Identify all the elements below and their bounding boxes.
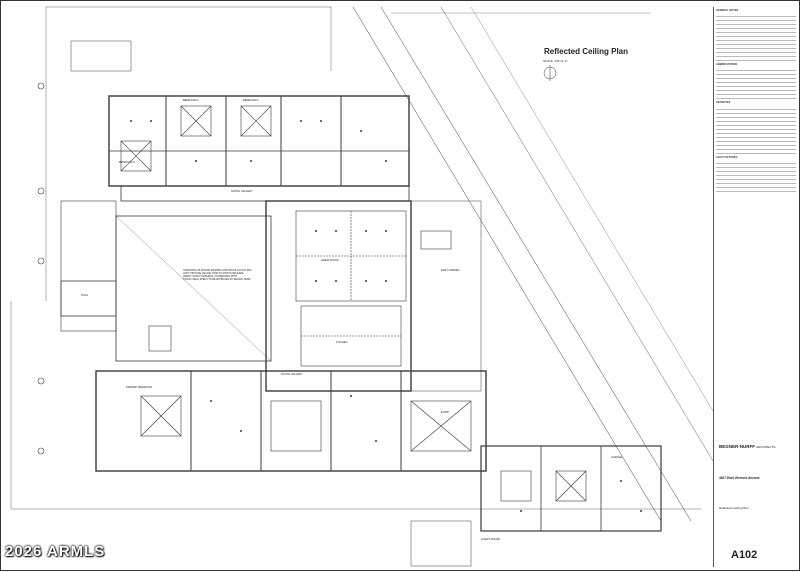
label-bedroom-2: BEDROOM 2 [243,99,259,102]
firm-name-text: BEGNER-NURFF [719,444,755,449]
label-bedroom-3: BEDROOM 3 [183,99,199,102]
watermark: 2026 ARMLS [5,543,106,560]
plan-title: Reflected Ceiling Plan [544,47,629,56]
label-entry: ENTRY [441,411,450,414]
firm-name: BEGNER-NURFF ARCHITECTS [719,444,775,449]
label-great-room: GREAT ROOM [321,259,339,262]
label-kitchen: KITCHEN [336,341,348,344]
general-notes-heading: GENERAL NOTES [716,9,739,12]
project-address: 4827 East Vermont Avenue [719,476,760,480]
sheet-name: Reflected Ceiling Plan [719,506,749,510]
label-primary-bedroom: PRIMARY BEDROOM [126,386,152,389]
abbreviations-heading: ABBREVIATIONS [716,63,738,67]
light-fixtures-heading: LIGHT FIXTURES [716,155,738,159]
firm-suffix: ARCHITECTS [756,445,776,449]
label-south-gallery: SOUTH GALLERY [281,373,303,376]
keynotes-heading: KEYNOTES [716,101,731,105]
label-bedroom-4: BEDROOM 4 [119,161,135,164]
label-guest-house: GUEST HOUSE [481,538,500,541]
label-pool: POOL [81,294,89,297]
floor-plan-drawing [10,6,713,567]
plan-scale: SCALE: 1/8"=1'-0" [543,59,568,63]
sheet-number: A102 [731,549,758,561]
title-block: GENERAL NOTES ABBREVIATIONS KEYNOTES LIG… [713,7,798,567]
framing-note: OVERHANG AS SHOWN FRAMING AND TRUSS LAYO… [183,269,252,281]
label-east-garden: EAST GARDEN [441,269,460,272]
label-north-gallery: NORTH GALLERY [231,190,253,193]
label-garage: GARAGE [611,456,623,459]
